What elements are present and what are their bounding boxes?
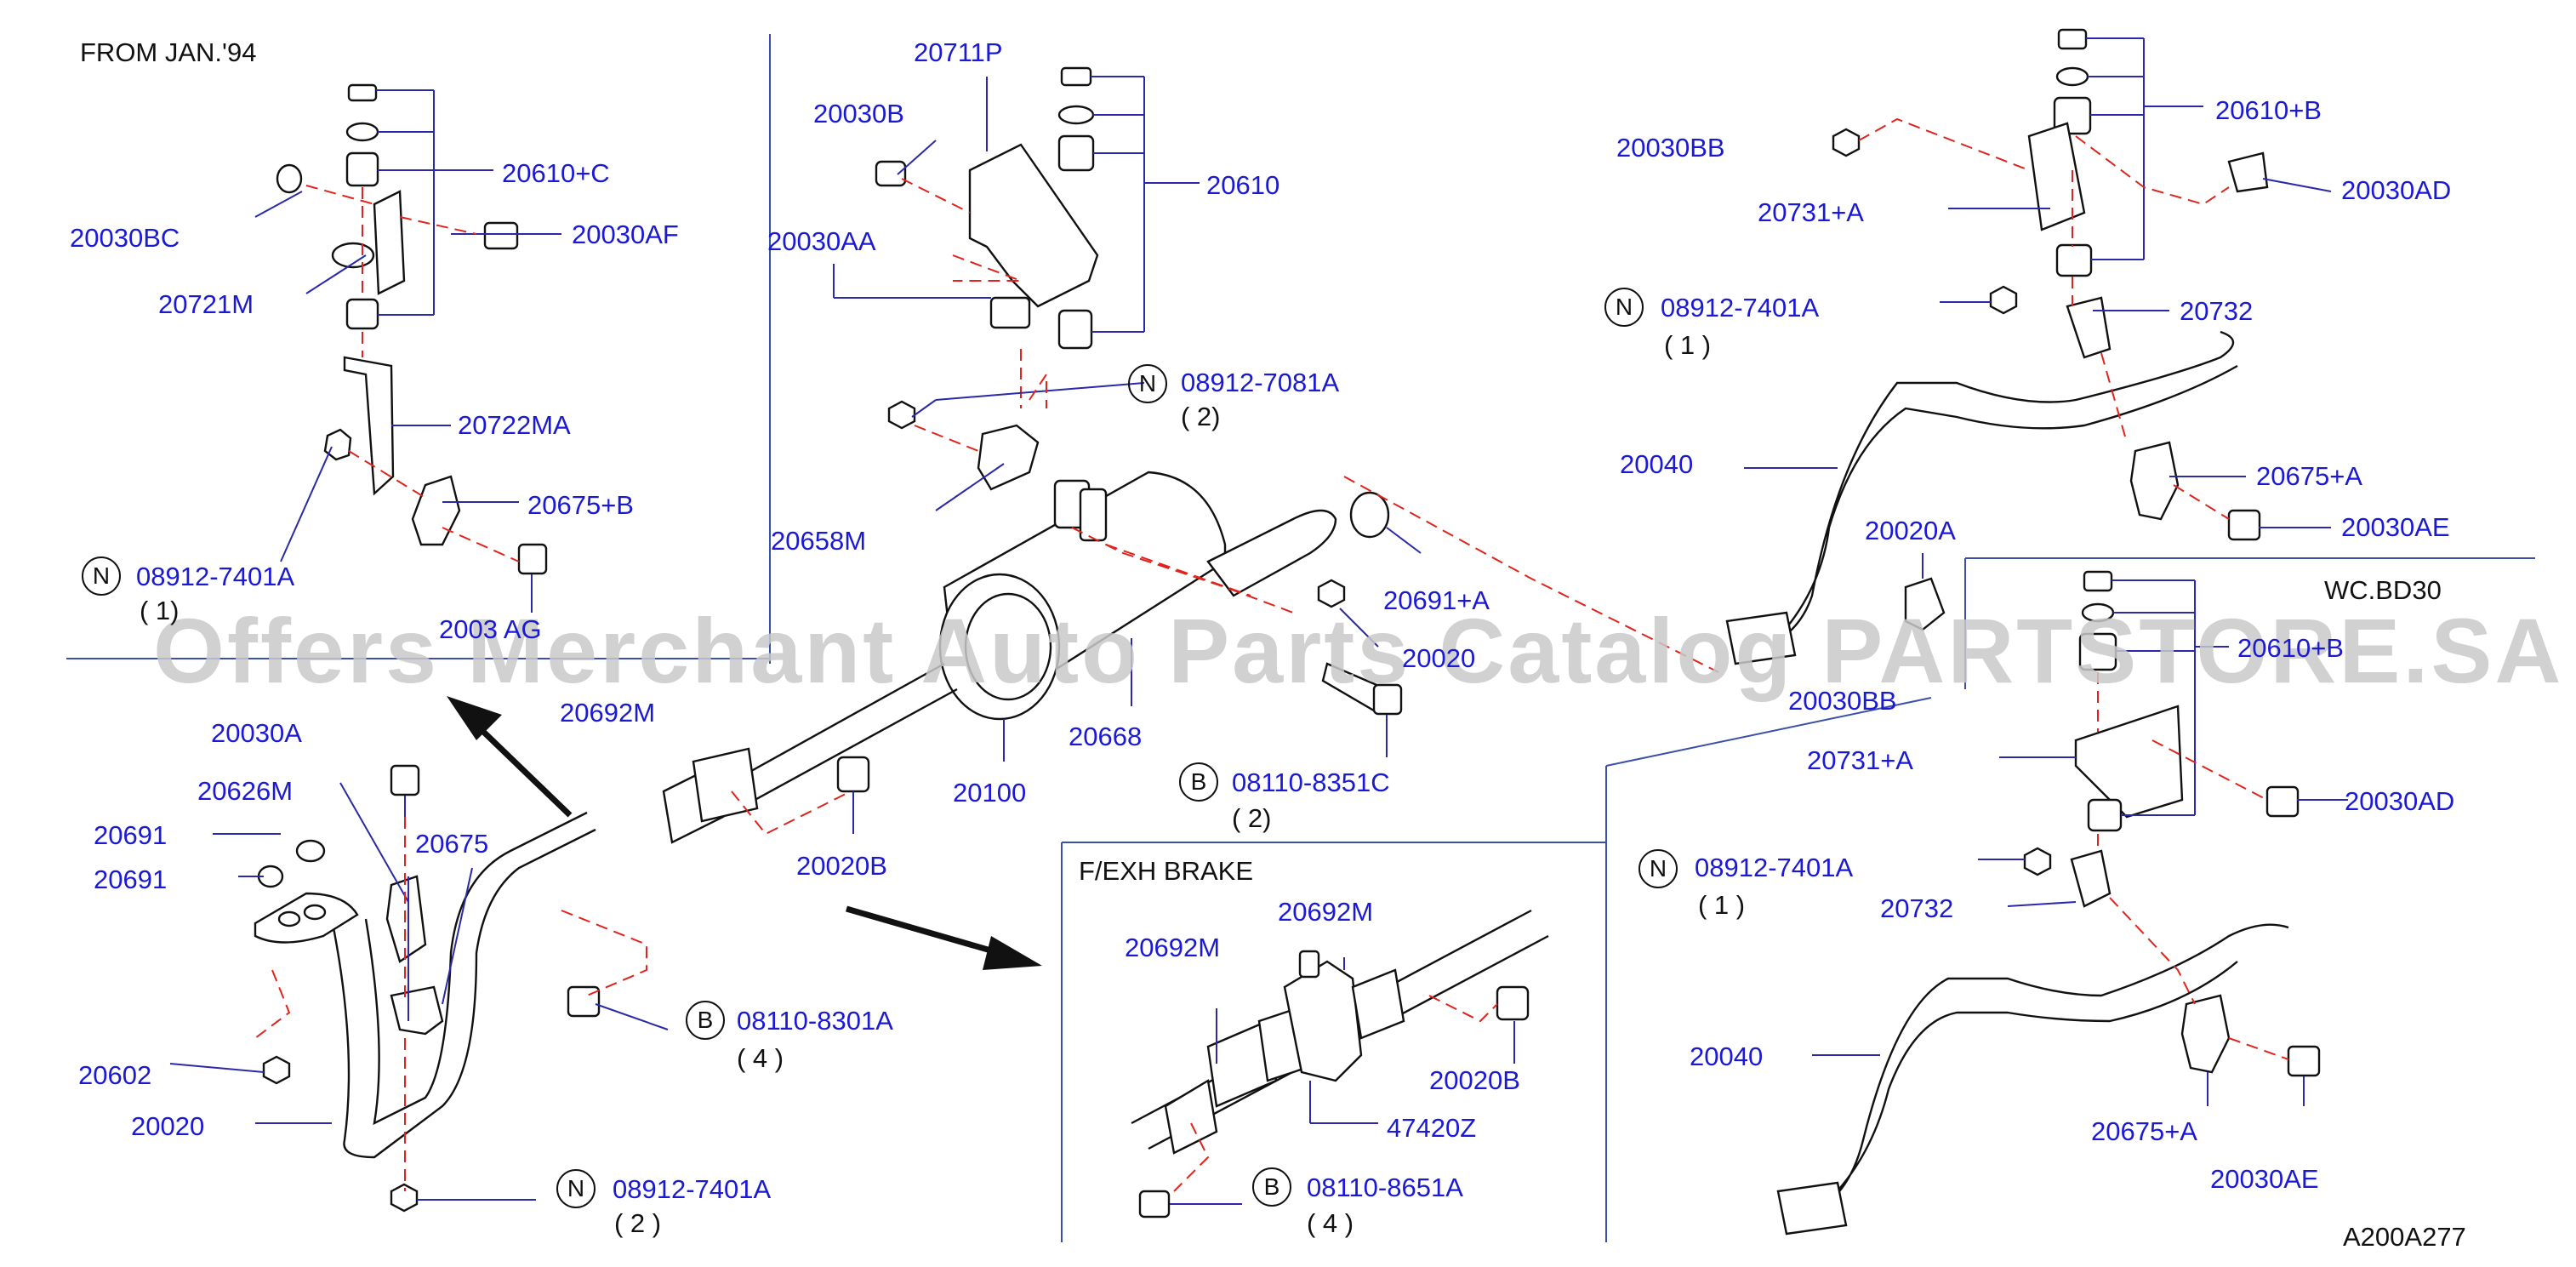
part-label-20691A[interactable]: 20691+A xyxy=(1383,585,1490,615)
part-label-20020A[interactable]: 20020A xyxy=(1865,516,1956,545)
part-label-20731A[interactable]: 20731+A xyxy=(1758,197,1864,227)
quantity-label: ( 4 ) xyxy=(1307,1208,1354,1238)
from-date-label: FROM JAN.'94 xyxy=(80,37,257,67)
part-label-20030AE[interactable]: 20030AE xyxy=(2210,1164,2319,1194)
part-label-20675B[interactable]: 20675+B xyxy=(527,490,634,520)
part-label-08912-7401A[interactable]: 08912-7401A xyxy=(613,1174,772,1204)
n-symbol-icon: N xyxy=(1638,849,1678,888)
part-label-08110-8651A[interactable]: 08110-8651A xyxy=(1307,1173,1463,1202)
arrow-down-right xyxy=(846,905,1042,970)
right-top-mount-assembly xyxy=(1725,28,2332,665)
part-label-20691[interactable]: 20691 xyxy=(94,820,168,850)
part-label-20692M[interactable]: 20692M xyxy=(1278,897,1374,927)
section-frames xyxy=(66,34,2535,1242)
part-label-20030AD[interactable]: 20030AD xyxy=(2341,175,2452,205)
quantity-label: ( 1) xyxy=(140,596,180,625)
part-label-20668[interactable]: 20668 xyxy=(1069,722,1143,751)
part-label-20030BC[interactable]: 20030BC xyxy=(70,223,180,253)
part-label-20722MA[interactable]: 20722MA xyxy=(458,410,571,440)
part-label-20610[interactable]: 20610 xyxy=(1206,170,1280,200)
part-label-20711P[interactable]: 20711P xyxy=(914,37,1003,67)
quantity-label: ( 2) xyxy=(1181,402,1221,431)
part-label-20610B[interactable]: 20610+B xyxy=(2237,633,2344,663)
arrow-up-left xyxy=(447,696,573,818)
part-label-20610C[interactable]: 20610+C xyxy=(502,158,610,188)
front-pipe-assembly xyxy=(169,764,669,1213)
part-label-20732[interactable]: 20732 xyxy=(1880,893,1954,923)
quantity-label: ( 2 ) xyxy=(614,1208,662,1238)
watermark: Offers Merchant Auto Parts Catalog PARTS… xyxy=(153,599,2564,702)
quantity-label: ( 1 ) xyxy=(1664,330,1712,360)
quantity-label: ( 4 ) xyxy=(737,1043,784,1073)
part-label-20626M[interactable]: 20626M xyxy=(197,776,294,806)
part-label-47420Z[interactable]: 47420Z xyxy=(1387,1113,1477,1143)
part-label-20692M[interactable]: 20692M xyxy=(560,698,656,728)
part-label-20020[interactable]: 20020 xyxy=(1402,643,1476,673)
part-label-08110-8301A[interactable]: 08110-8301A xyxy=(737,1006,893,1036)
part-label-20020[interactable]: 20020 xyxy=(131,1111,205,1141)
part-label-20732[interactable]: 20732 xyxy=(2180,296,2254,326)
exhaust-brake-section-label: F/EXH BRAKE xyxy=(1079,856,1253,886)
part-label-20030BB[interactable]: 20030BB xyxy=(1788,686,1897,716)
b-symbol-icon: B xyxy=(1252,1167,1291,1207)
part-label-20675A[interactable]: 20675+A xyxy=(2256,461,2362,491)
right-bottom-mount-assembly xyxy=(1776,570,2348,1236)
exhaust-brake-assembly xyxy=(1131,909,1549,1218)
quantity-label: ( 1 ) xyxy=(1698,890,1746,920)
n-symbol-icon: N xyxy=(556,1169,596,1208)
part-label-20040[interactable]: 20040 xyxy=(1620,449,1694,479)
n-symbol-icon: N xyxy=(1128,364,1167,403)
part-label-20020B[interactable]: 20020B xyxy=(796,851,887,881)
top-middle-mount-assembly xyxy=(833,66,1200,408)
part-label-20675A[interactable]: 20675+A xyxy=(2091,1116,2197,1146)
n-symbol-icon: N xyxy=(1604,288,1644,327)
part-label-08912-7401A[interactable]: 08912-7401A xyxy=(136,562,295,591)
part-label-20731A[interactable]: 20731+A xyxy=(1807,745,1913,775)
part-label-20030AD[interactable]: 20030AD xyxy=(2345,786,2455,816)
part-label-20721M[interactable]: 20721M xyxy=(158,289,254,319)
part-label-20692M[interactable]: 20692M xyxy=(1125,933,1221,962)
top-left-mount-assembly xyxy=(254,83,561,613)
part-label-20030AG[interactable]: 2003 AG xyxy=(439,614,542,644)
part-label-20675[interactable]: 20675 xyxy=(415,829,489,859)
part-label-20658M[interactable]: 20658M xyxy=(771,526,867,556)
part-label-20610B[interactable]: 20610+B xyxy=(2215,95,2322,125)
part-label-20691[interactable]: 20691 xyxy=(94,865,168,894)
part-label-20040[interactable]: 20040 xyxy=(1690,1042,1764,1071)
part-label-20030A[interactable]: 20030A xyxy=(211,718,302,748)
part-label-20030BB[interactable]: 20030BB xyxy=(1616,133,1725,163)
part-label-08912-7081A[interactable]: 08912-7081A xyxy=(1181,368,1340,397)
part-label-08912-7401A[interactable]: 08912-7401A xyxy=(1661,293,1820,322)
n-symbol-icon: N xyxy=(82,556,121,596)
part-label-08110-8351C[interactable]: 08110-8351C xyxy=(1232,768,1390,797)
b-symbol-icon: B xyxy=(686,1001,725,1040)
part-label-20100[interactable]: 20100 xyxy=(953,778,1027,808)
part-label-20030AA[interactable]: 20030AA xyxy=(767,226,876,256)
diagram-code: A200A277 xyxy=(2343,1222,2466,1252)
part-label-20020B[interactable]: 20020B xyxy=(1429,1065,1520,1095)
muffler-assembly xyxy=(662,371,1719,844)
quantity-label: ( 2) xyxy=(1232,803,1272,833)
part-label-20030B[interactable]: 20030B xyxy=(813,99,904,128)
b-symbol-icon: B xyxy=(1179,762,1218,802)
variant-code-label: WC.BD30 xyxy=(2324,575,2442,605)
part-label-20030AF[interactable]: 20030AF xyxy=(572,220,679,249)
part-label-08912-7401A[interactable]: 08912-7401A xyxy=(1695,853,1854,882)
part-label-20030AE[interactable]: 20030AE xyxy=(2341,512,2450,542)
part-label-20602[interactable]: 20602 xyxy=(78,1060,152,1090)
